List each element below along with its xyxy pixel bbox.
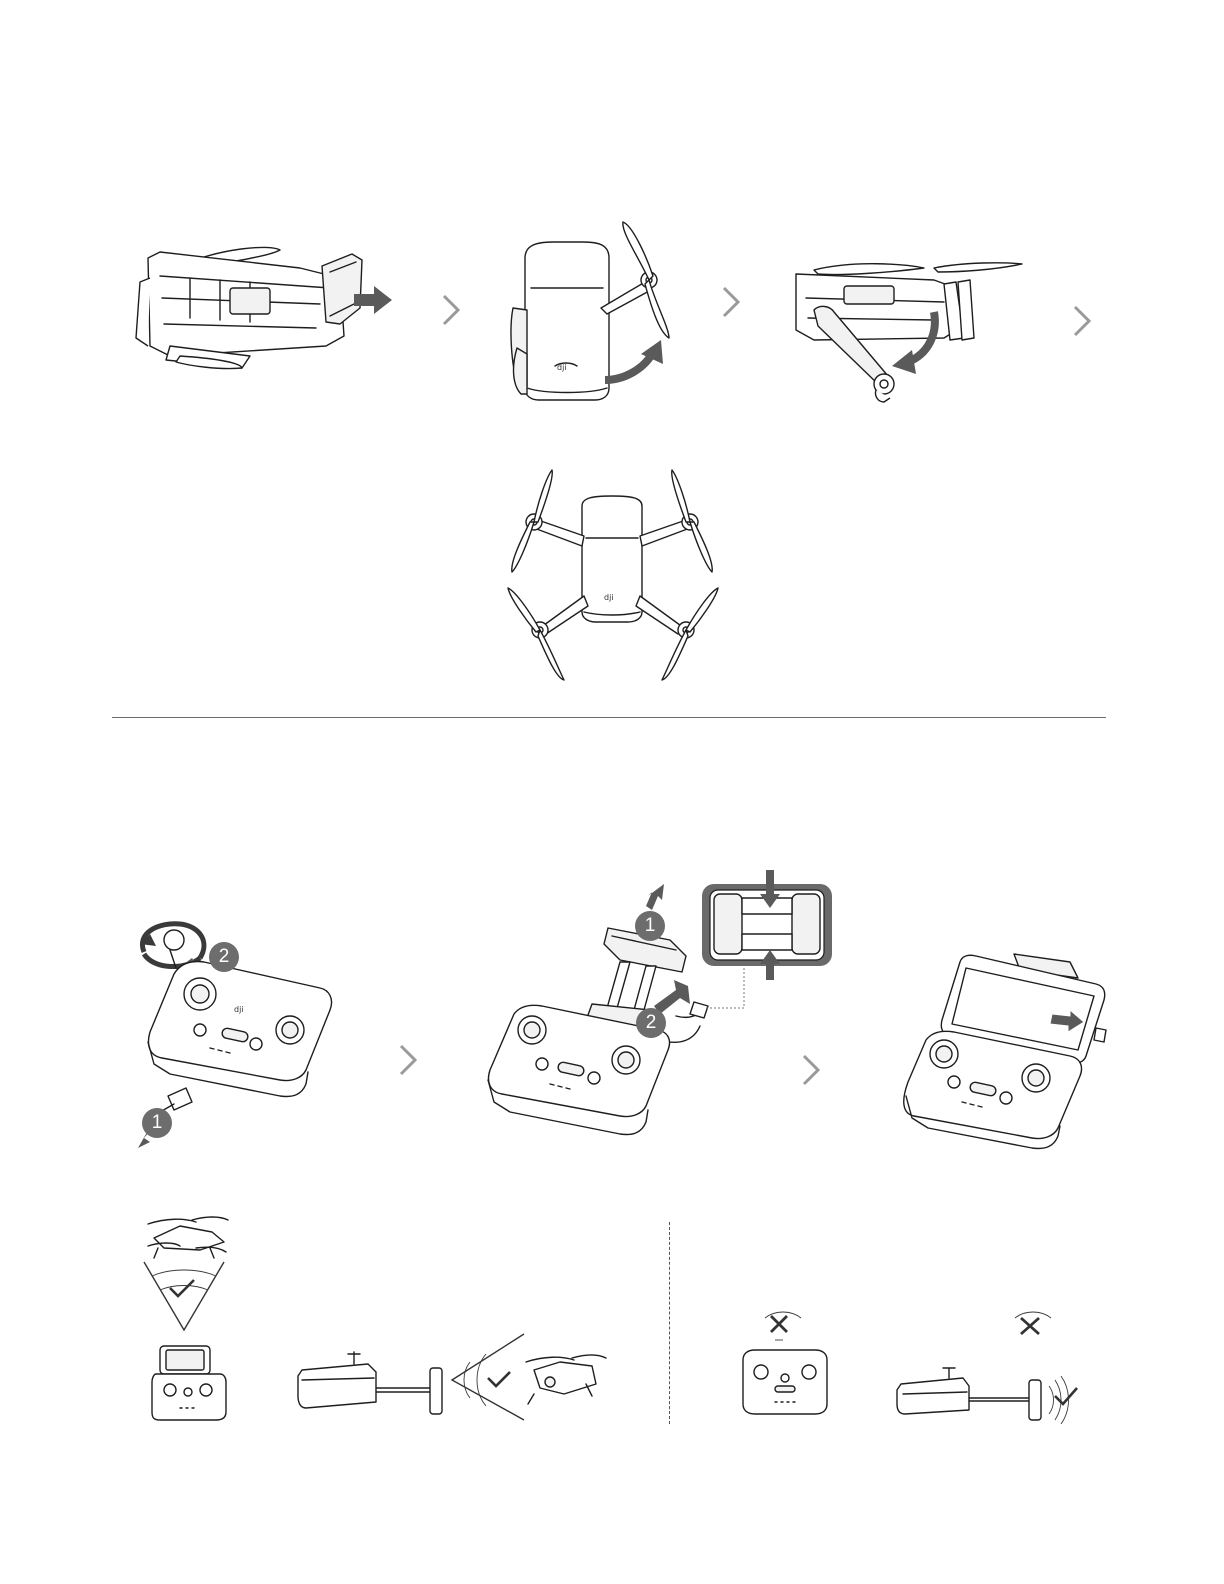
step-number-badge: 1 bbox=[635, 911, 665, 941]
section-divider bbox=[112, 717, 1106, 718]
figure-place-mobile-device bbox=[900, 948, 1115, 1158]
next-step-chevron-icon bbox=[398, 1044, 418, 1081]
next-step-chevron-icon bbox=[1072, 305, 1092, 342]
figure-avoid-blocking-antenna bbox=[735, 1306, 1085, 1426]
svg-text:dji: dji bbox=[604, 593, 614, 602]
svg-text:dji: dji bbox=[557, 363, 567, 372]
next-step-chevron-icon bbox=[801, 1054, 821, 1091]
step-number-badge: 2 bbox=[636, 1008, 666, 1038]
comparison-divider bbox=[669, 1222, 670, 1424]
step-number-badge: 1 bbox=[142, 1108, 172, 1138]
figure-remove-gimbal-cover bbox=[130, 238, 400, 378]
figure-unfolded-aircraft: dji bbox=[500, 466, 725, 686]
figure-unfold-rear-arms bbox=[784, 258, 1029, 408]
next-step-chevron-icon bbox=[721, 286, 741, 323]
next-step-chevron-icon bbox=[441, 294, 461, 331]
svg-text:dji: dji bbox=[234, 1005, 244, 1014]
figure-unfold-front-arms: dji bbox=[505, 218, 685, 408]
step-number-badge: 2 bbox=[209, 942, 239, 972]
figure-optimal-antenna-position bbox=[140, 1212, 610, 1427]
